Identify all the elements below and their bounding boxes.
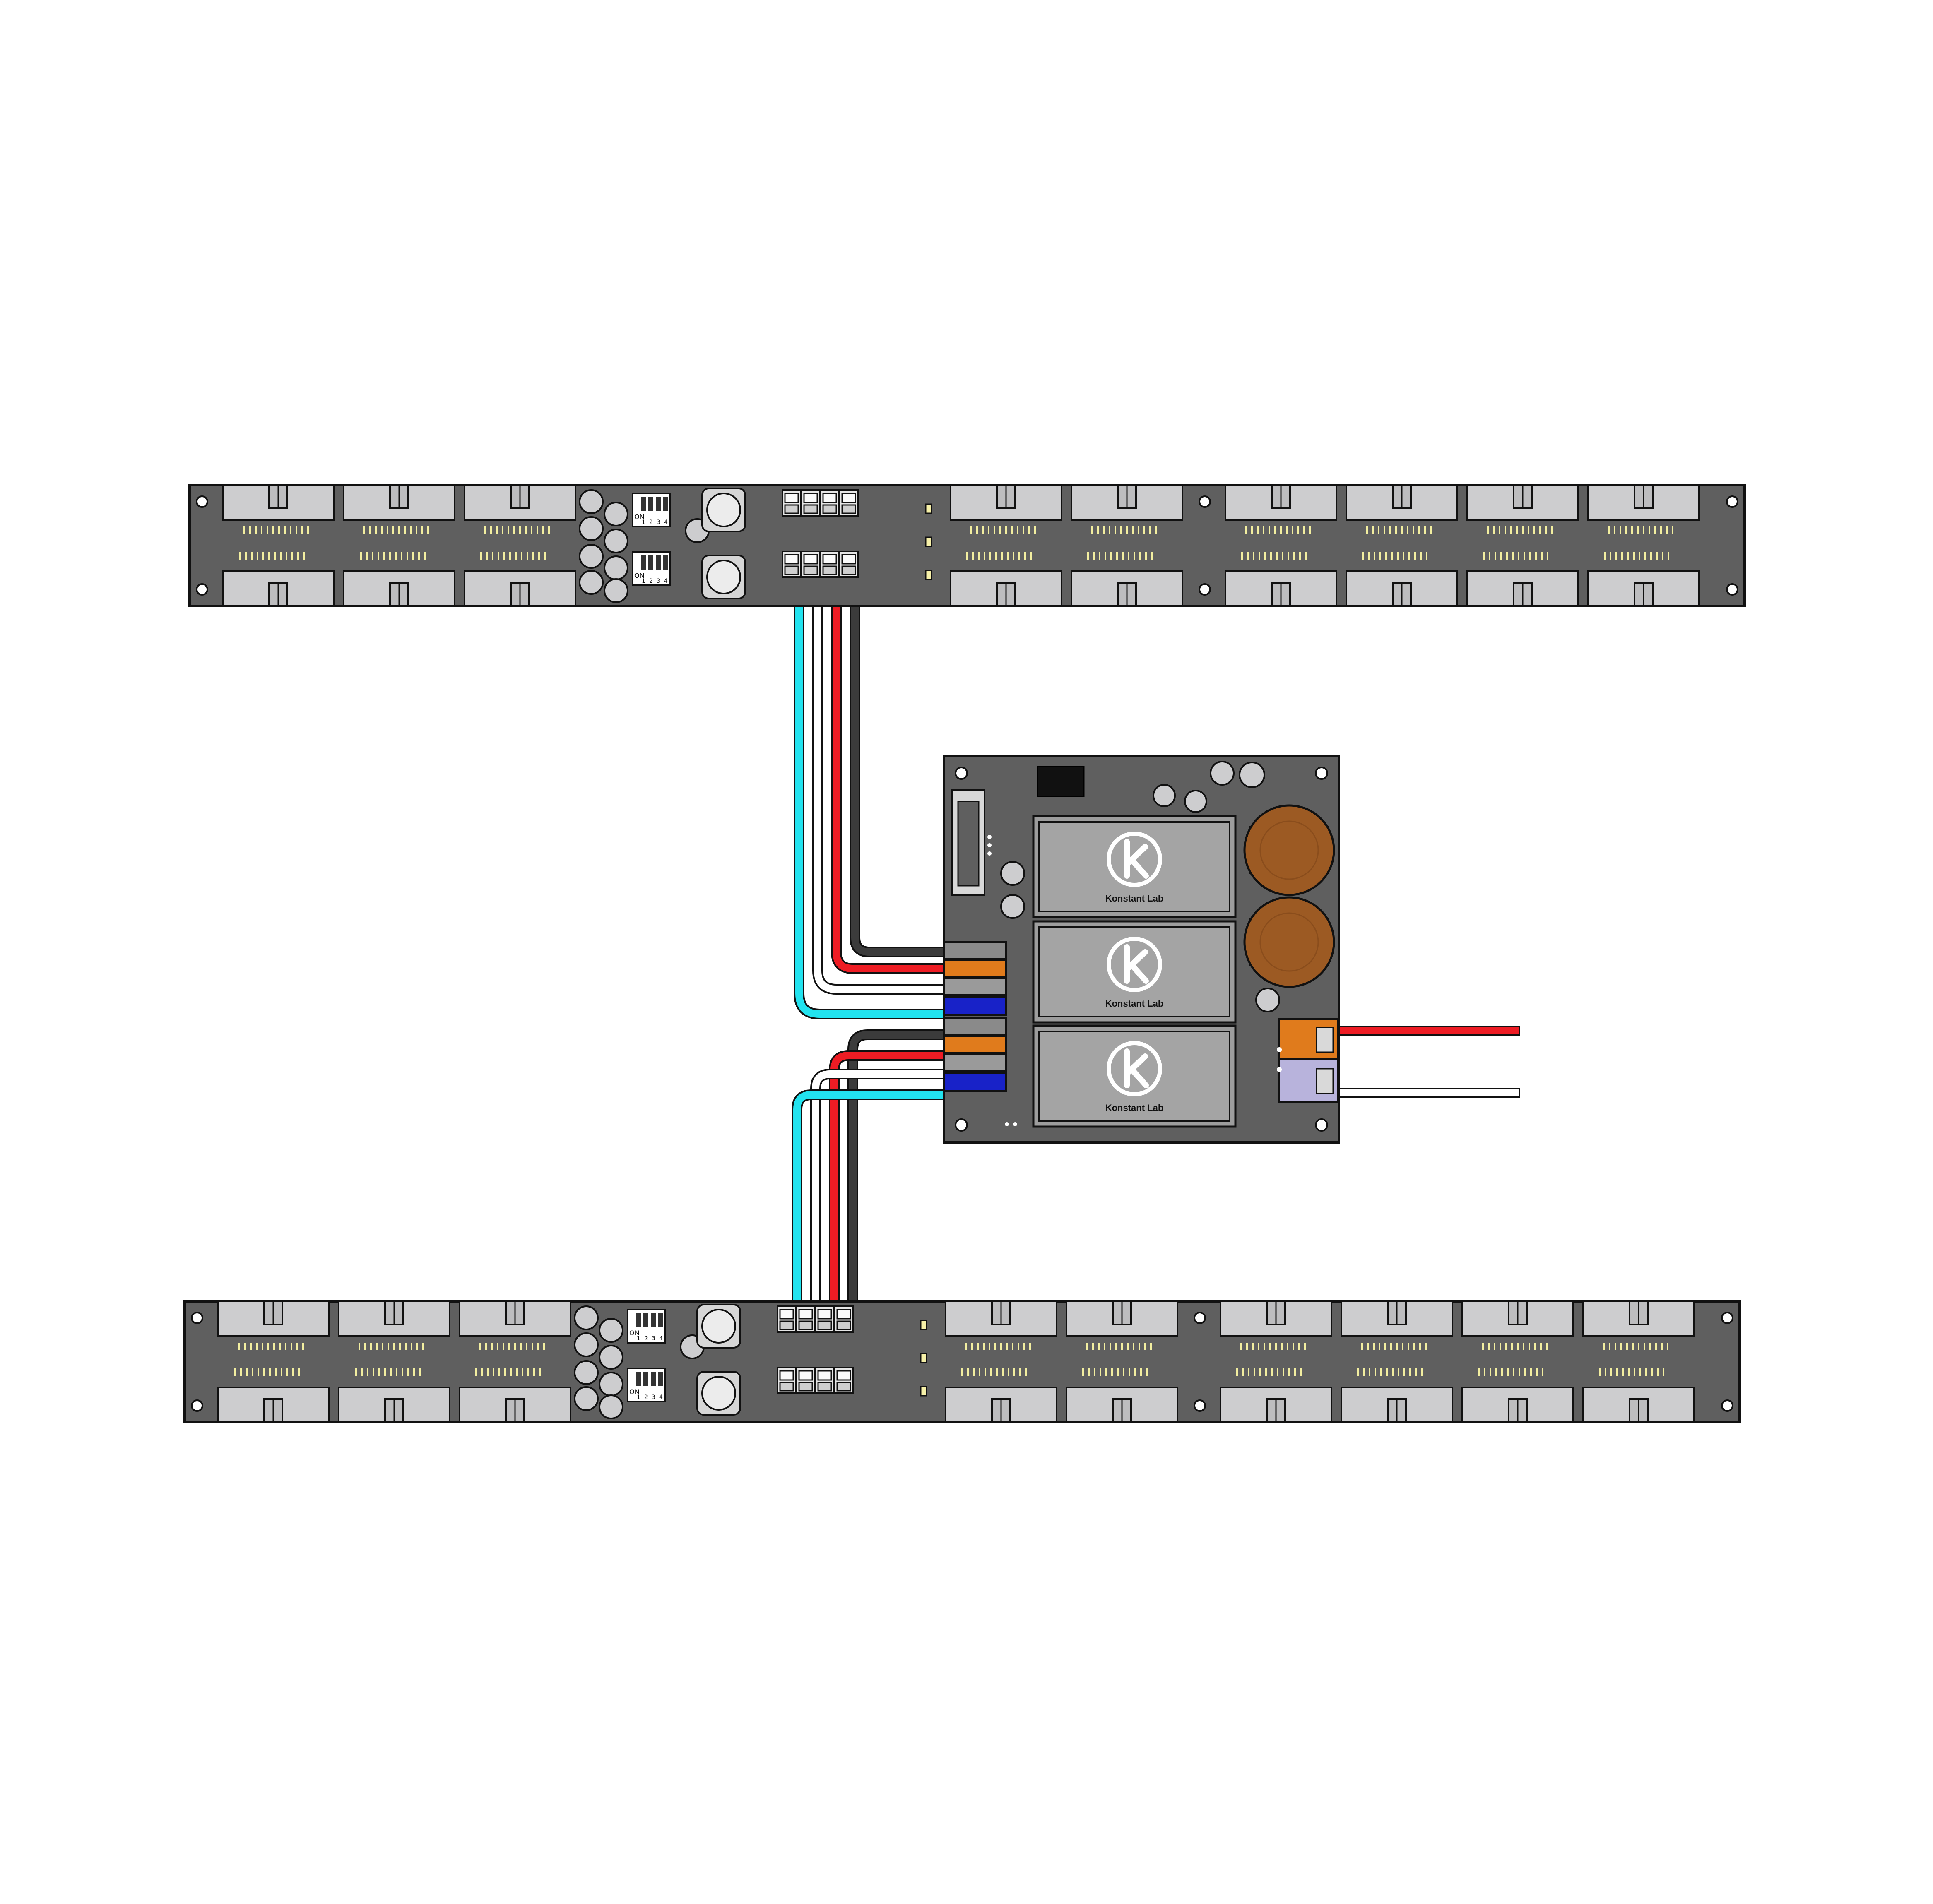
- bottom-led-controller-board: ON 1 2 3 4 ON 1 2 3 4: [183, 1300, 1741, 1423]
- mounting-hole-icon: [196, 583, 208, 596]
- bus-terminal-block-upper[interactable]: [782, 489, 859, 517]
- dip-position-4: 4: [659, 1394, 663, 1401]
- mounting-hole-icon: [1726, 583, 1738, 596]
- dip-switch-icon[interactable]: ON 1 2 3 4: [627, 1309, 666, 1344]
- mounting-hole-icon: [1199, 495, 1211, 508]
- top-led-controller-board: ON 1 2 3 4 ON 1 2 3 4: [188, 484, 1746, 607]
- dip-position-4: 4: [664, 519, 668, 526]
- dip-position-1: 1: [642, 578, 645, 584]
- ribbon-header-connector[interactable]: [951, 789, 985, 896]
- dip-position-4: 4: [659, 1335, 663, 1342]
- mounting-hole-icon: [1726, 495, 1738, 508]
- mounting-hole-icon: [1194, 1399, 1206, 1412]
- input-control-section: ON 1 2 3 4 ON 1 2 3 4: [574, 1304, 741, 1419]
- electrolytic-capacitor-upper: [1243, 804, 1335, 896]
- dip-position-3: 3: [657, 578, 660, 584]
- mains-output-wires: [1324, 1026, 1520, 1098]
- dip-switch-icon[interactable]: ON 1 2 3 4: [632, 551, 671, 586]
- bus-terminal-block-upper[interactable]: [777, 1305, 854, 1333]
- push-button-icon[interactable]: [701, 555, 746, 599]
- mounting-hole-icon: [191, 1312, 203, 1324]
- status-led: [925, 570, 932, 580]
- dip-switch-icon[interactable]: ON 1 2 3 4: [627, 1368, 666, 1402]
- lower-wire-bundle: [792, 1029, 965, 1308]
- input-terminal-stack[interactable]: [943, 941, 1007, 1092]
- dip-position-2: 2: [644, 1335, 648, 1342]
- mounting-hole-icon: [191, 1399, 203, 1412]
- dip-position-2: 2: [644, 1394, 648, 1401]
- dip-on-label: ON: [629, 1388, 640, 1396]
- dip-position-3: 3: [652, 1335, 655, 1342]
- mounting-hole-icon: [955, 767, 968, 780]
- dip-position-1: 1: [642, 519, 645, 526]
- electrolytic-capacitor-lower: [1243, 896, 1335, 988]
- dip-position-4: 4: [664, 578, 668, 584]
- status-led: [920, 1320, 927, 1330]
- dip-position-2: 2: [649, 519, 653, 526]
- status-led: [920, 1353, 927, 1363]
- mounting-hole-icon: [1721, 1399, 1733, 1412]
- push-button-icon[interactable]: [701, 488, 746, 532]
- status-led: [925, 536, 932, 547]
- push-button-icon[interactable]: [696, 1371, 741, 1416]
- mounting-hole-icon: [1194, 1312, 1206, 1324]
- mounting-hole-icon: [1721, 1312, 1733, 1324]
- bus-terminal-block-lower[interactable]: [777, 1367, 854, 1394]
- mounting-hole-icon: [1315, 1118, 1328, 1132]
- dip-switch-icon[interactable]: ON 1 2 3 4: [632, 493, 671, 527]
- dip-position-1: 1: [637, 1335, 640, 1342]
- dip-position-2: 2: [649, 578, 653, 584]
- mounting-hole-icon: [1315, 767, 1328, 780]
- dip-position-3: 3: [657, 519, 660, 526]
- dip-on-label: ON: [634, 572, 645, 579]
- relay-3: Konstant Lab: [1032, 1024, 1237, 1128]
- dip-position-3: 3: [652, 1394, 655, 1401]
- relay-3-brand-label: Konstant Lab: [1105, 1103, 1164, 1113]
- input-control-section: ON 1 2 3 4 ON 1 2 3 4: [579, 488, 746, 603]
- mounting-hole-icon: [196, 495, 208, 508]
- relay-1-brand-label: Konstant Lab: [1105, 893, 1164, 904]
- mains-terminal-block[interactable]: [1278, 1018, 1339, 1103]
- push-button-icon[interactable]: [696, 1304, 741, 1349]
- mounting-hole-icon: [1199, 583, 1211, 596]
- relay-1: Konstant Lab: [1032, 815, 1237, 918]
- dip-on-label: ON: [629, 1329, 640, 1337]
- relay-2: Konstant Lab: [1032, 920, 1237, 1024]
- power-relay-board: Konstant Lab Konstant Lab Konstant Lab: [943, 755, 1340, 1144]
- fuse-component: [1037, 766, 1085, 797]
- status-led: [920, 1386, 927, 1397]
- bus-terminal-block-lower[interactable]: [782, 551, 859, 578]
- relay-2-brand-label: Konstant Lab: [1105, 998, 1164, 1009]
- mounting-hole-icon: [955, 1118, 968, 1132]
- dip-on-label: ON: [634, 513, 645, 521]
- upper-wire-bundle: [794, 588, 965, 1019]
- status-led: [925, 503, 932, 514]
- dip-position-1: 1: [637, 1394, 640, 1401]
